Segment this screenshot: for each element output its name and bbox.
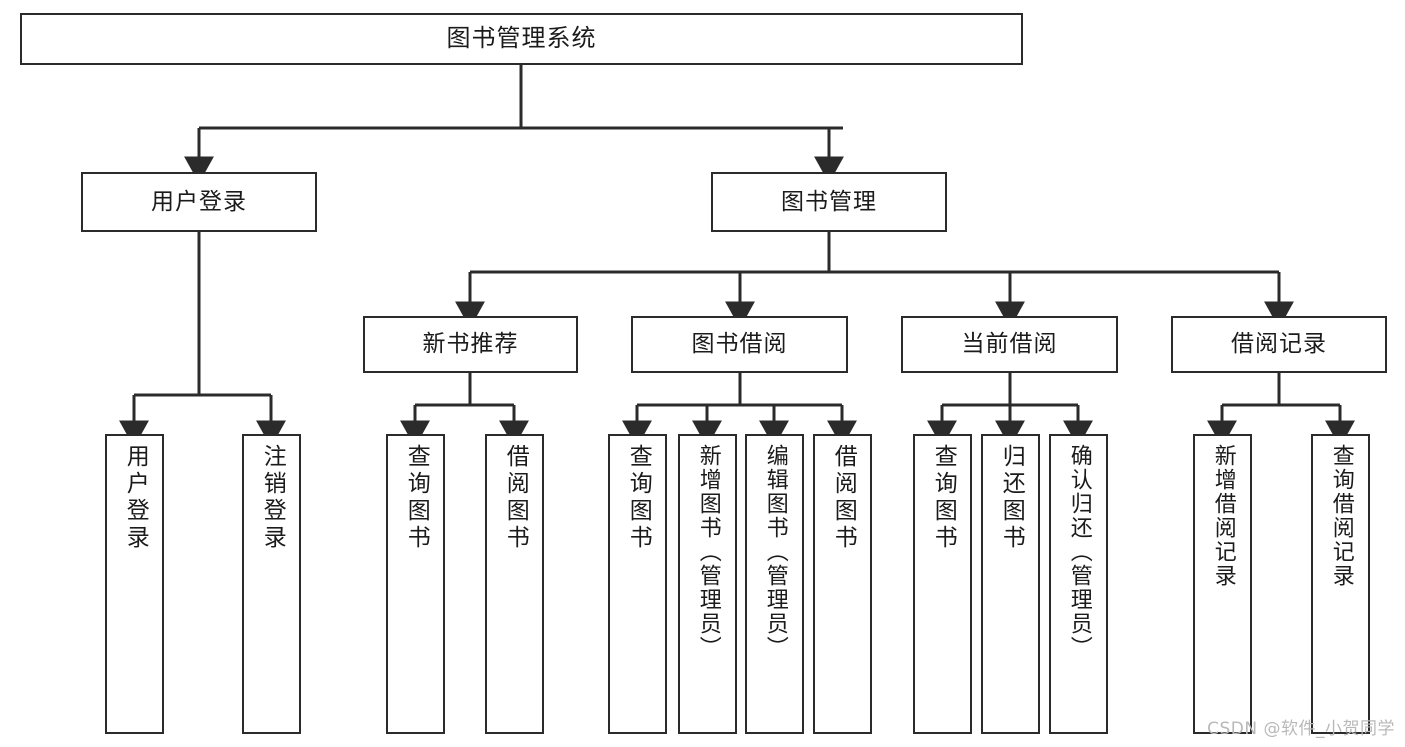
node-borrow-record[interactable]: 借阅记录 bbox=[1171, 316, 1387, 373]
node-label: 借阅图书 bbox=[830, 444, 857, 552]
node-label: 查询借阅记录 bbox=[1328, 444, 1354, 588]
node-label: 查询图书 bbox=[403, 444, 430, 552]
csdn-watermark: CSDN @软件_小贺同学 bbox=[1207, 719, 1395, 739]
node-label: 当前借阅 bbox=[961, 331, 1058, 358]
node-label: 新增图书（管理员） bbox=[695, 444, 721, 660]
node-label: 新增借阅记录 bbox=[1210, 444, 1236, 588]
node-label: 新书推荐 bbox=[422, 331, 519, 358]
node-label: 图书管理系统 bbox=[446, 24, 597, 53]
node-new-book-recommend[interactable]: 新书推荐 bbox=[363, 316, 578, 373]
node-label: 编辑图书（管理员） bbox=[762, 444, 788, 660]
leaf-book-borrow-query[interactable]: 查询图书 bbox=[608, 434, 667, 734]
leaf-new-book-query[interactable]: 查询图书 bbox=[386, 434, 445, 734]
leaf-borrow-record-query[interactable]: 查询借阅记录 bbox=[1311, 434, 1370, 734]
leaf-current-borrow-confirm-return[interactable]: 确认归还（管理员） bbox=[1049, 434, 1108, 734]
leaf-user-login-login[interactable]: 用户登录 bbox=[105, 434, 164, 734]
node-book-management[interactable]: 图书管理 bbox=[711, 172, 947, 232]
leaf-book-borrow-add[interactable]: 新增图书（管理员） bbox=[678, 434, 737, 734]
node-label: 查询图书 bbox=[625, 444, 652, 552]
node-label: 用户登录 bbox=[122, 444, 149, 552]
node-label: 借阅记录 bbox=[1231, 331, 1327, 358]
leaf-new-book-borrow[interactable]: 借阅图书 bbox=[485, 434, 544, 734]
node-label: 图书管理 bbox=[781, 188, 877, 215]
node-root-system[interactable]: 图书管理系统 bbox=[20, 13, 1023, 65]
node-label: 用户登录 bbox=[151, 188, 247, 215]
leaf-book-borrow-edit[interactable]: 编辑图书（管理员） bbox=[745, 434, 804, 734]
node-user-login[interactable]: 用户登录 bbox=[81, 172, 317, 232]
leaf-user-login-logout[interactable]: 注销登录 bbox=[242, 434, 301, 734]
node-label: 确认归还（管理员） bbox=[1066, 444, 1092, 660]
node-book-borrow[interactable]: 图书借阅 bbox=[631, 316, 848, 373]
leaf-current-borrow-return[interactable]: 归还图书 bbox=[981, 434, 1040, 734]
node-label: 借阅图书 bbox=[502, 444, 529, 552]
leaf-borrow-record-add[interactable]: 新增借阅记录 bbox=[1193, 434, 1252, 734]
leaf-current-borrow-query[interactable]: 查询图书 bbox=[913, 434, 972, 734]
node-label: 归还图书 bbox=[998, 444, 1025, 552]
node-label: 查询图书 bbox=[930, 444, 957, 552]
node-current-borrow[interactable]: 当前借阅 bbox=[901, 316, 1118, 373]
leaf-book-borrow-borrow[interactable]: 借阅图书 bbox=[813, 434, 872, 734]
node-label: 图书借阅 bbox=[691, 331, 788, 358]
node-label: 注销登录 bbox=[259, 444, 286, 552]
